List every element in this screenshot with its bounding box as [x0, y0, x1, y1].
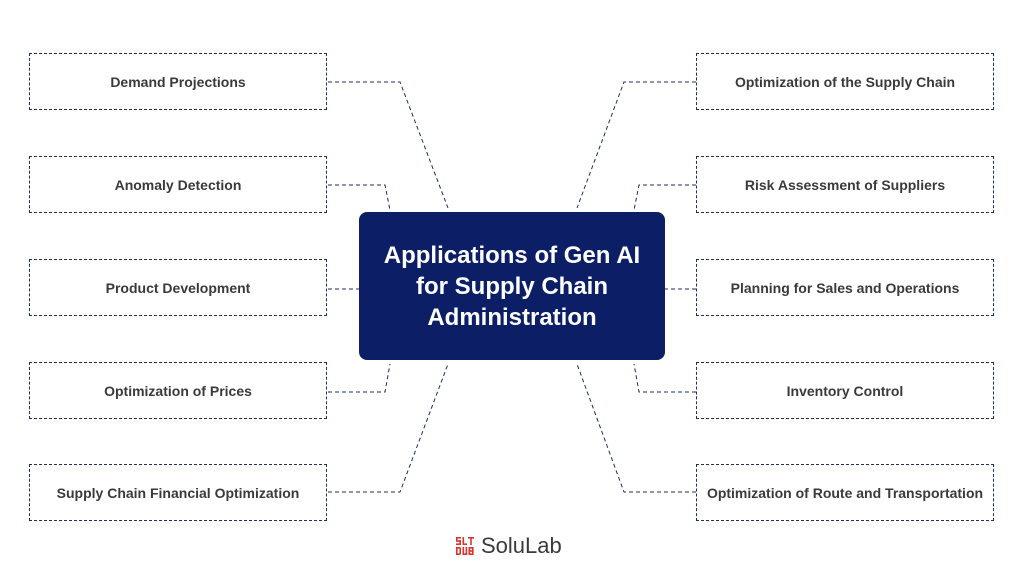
- left-item-product-development: Product Development: [29, 259, 327, 316]
- connector-right-4: [633, 363, 696, 393]
- right-item-optimization-of-supply-chain: Optimization of the Supply Chain: [696, 53, 994, 110]
- center-node: Applications of Gen AI for Supply Chain …: [359, 212, 665, 360]
- right-item-optimization-of-route-and-transportation: Optimization of Route and Transportation: [696, 464, 994, 521]
- right-item-risk-assessment-of-suppliers: Risk Assessment of Suppliers: [696, 156, 994, 213]
- connector-left-1: [328, 81, 449, 209]
- left-item-optimization-of-prices: Optimization of Prices: [29, 362, 327, 419]
- left-item-anomaly-detection: Anomaly Detection: [29, 156, 327, 213]
- right-item-inventory-control: Inventory Control: [696, 362, 994, 419]
- brand-name: SoluLab: [481, 533, 562, 558]
- right-item-planning-for-sales-and-operations: Planning for Sales and Operations: [696, 259, 994, 316]
- left-item-supply-chain-financial-optimization: Supply Chain Financial Optimization: [29, 464, 327, 521]
- center-title: Applications of Gen AI for Supply Chain …: [383, 241, 641, 331]
- connector-right-1: [576, 81, 696, 209]
- left-item-demand-projections: Demand Projections: [29, 53, 327, 110]
- connector-right-2: [633, 184, 696, 211]
- connector-right-5: [576, 363, 696, 493]
- connector-left-5: [328, 363, 449, 493]
- brand-logo: SoluLab: [455, 532, 562, 560]
- connector-left-2: [328, 184, 391, 211]
- solulab-logo-icon: [456, 537, 474, 555]
- connector-left-4: [328, 363, 391, 393]
